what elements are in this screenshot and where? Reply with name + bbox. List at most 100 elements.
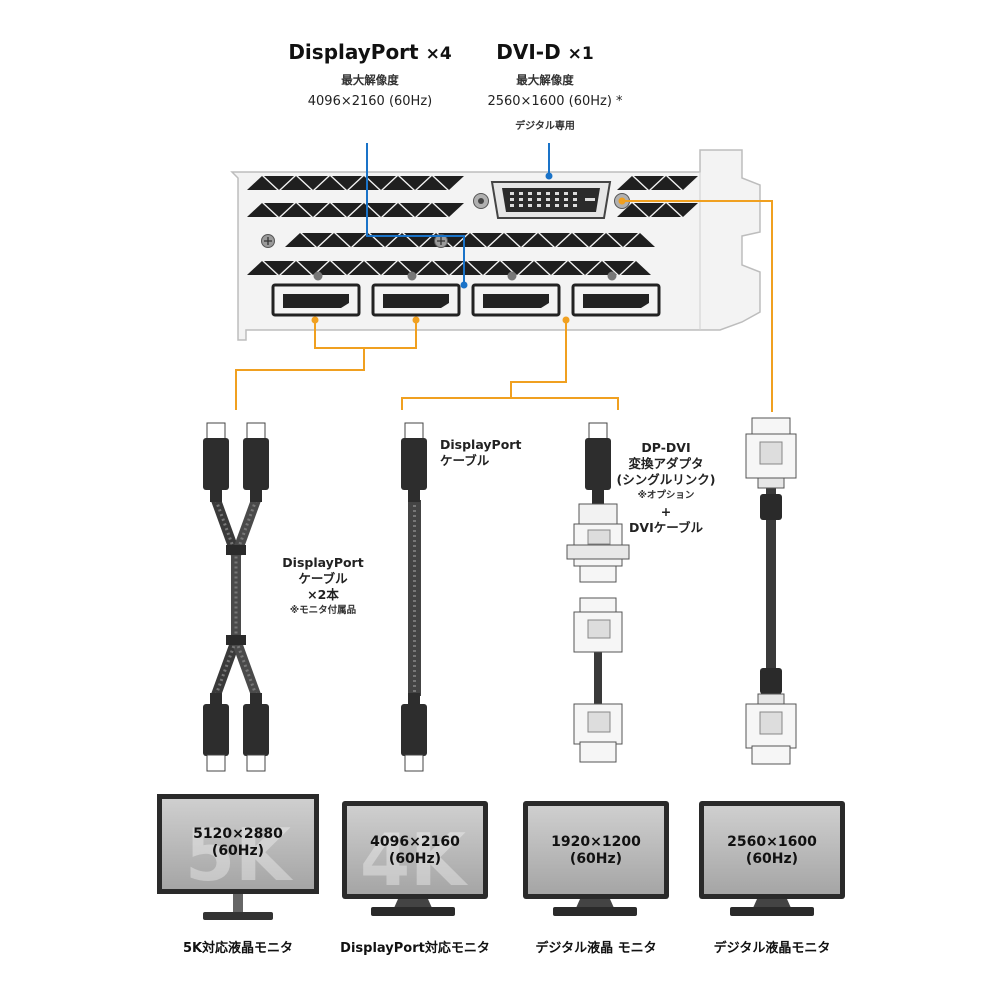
displayport-ports <box>271 283 661 317</box>
vent-triangle <box>434 261 464 275</box>
vent-triangle <box>315 261 345 275</box>
cable-label-note: ※オプション <box>637 490 695 501</box>
displayport-title: DisplayPort <box>288 40 419 64</box>
vent-triangle <box>298 203 328 217</box>
vent-triangle <box>553 261 583 275</box>
monitor-digital-1-caption: デジタル液晶 モニタ <box>535 941 657 956</box>
vent-triangle <box>489 233 519 247</box>
dvi-pin <box>537 204 541 207</box>
dvi-pin <box>555 198 559 201</box>
displayport-max-res-value: 4096×2160 (60Hz) <box>307 94 433 109</box>
vent-triangle <box>617 203 647 217</box>
dvi-plug-icon <box>745 693 797 765</box>
cable-label-line: DisplayPort <box>440 437 522 452</box>
dvi-pin <box>510 192 514 195</box>
vent-triangle <box>349 203 379 217</box>
cable-label-line: DisplayPort <box>282 555 364 570</box>
cable-label-line: ケーブル <box>298 571 348 586</box>
displayport-port-4 <box>571 283 661 317</box>
vent-triangle <box>315 203 345 217</box>
screw-icon <box>473 193 489 209</box>
dvi-header: DVI-D ×1 <box>460 40 630 64</box>
vent-triangle <box>608 233 638 247</box>
vent-triangle <box>519 261 549 275</box>
vent-triangle <box>349 176 379 190</box>
screw-icon <box>313 271 323 281</box>
monitor-5k-caption: 5K対応液晶モニタ <box>182 941 294 956</box>
vent-triangle <box>617 176 647 190</box>
monitor-4k: 4K <box>342 801 488 916</box>
vent-triangle <box>634 203 664 217</box>
vent-triangle <box>302 233 332 247</box>
vent-triangle <box>506 233 536 247</box>
vent-triangle <box>298 261 328 275</box>
vent-triangle <box>366 261 396 275</box>
monitor-4k-resolution: 4096×2160 (60Hz) <box>347 834 483 868</box>
vent-triangle <box>400 203 430 217</box>
vent-triangle <box>349 261 379 275</box>
dvi-max-res-label: 最大解像度 <box>516 73 574 87</box>
monitor-watermark: 5K <box>185 813 293 897</box>
monitor-hz: (60Hz) <box>211 843 265 859</box>
screw-icon <box>407 271 417 281</box>
dvi-pin <box>537 192 541 195</box>
displayport-max-res-label: 最大解像度 <box>341 73 399 87</box>
vent-triangle <box>651 203 681 217</box>
dvi-pin <box>546 192 550 195</box>
dvi-pin <box>573 192 577 195</box>
vent-triangle <box>468 261 498 275</box>
dvi-pin <box>573 204 577 207</box>
cable-label-line: DP-DVI <box>641 440 691 455</box>
dvi-pin <box>510 198 514 201</box>
vent-triangle <box>366 203 396 217</box>
vent-triangle <box>570 261 600 275</box>
vent-triangle <box>540 233 570 247</box>
screw-icon <box>507 271 517 281</box>
dvi-pin <box>519 192 523 195</box>
dvi-plug-icon <box>745 417 797 489</box>
vent-triangle <box>264 176 294 190</box>
dvi-pin <box>573 198 577 201</box>
dvi-digital-only-note: デジタル専用 <box>515 121 575 132</box>
displayport-plug-icon <box>243 693 269 772</box>
vent-triangle <box>264 261 294 275</box>
displayport-plug-icon <box>401 693 427 772</box>
dvi-plug-icon <box>573 703 623 763</box>
cable-label-line: DVIケーブル <box>629 520 703 535</box>
dvi-pin <box>564 198 568 201</box>
displayport-port-1 <box>271 283 361 317</box>
vent-triangle <box>383 176 413 190</box>
vent-triangle <box>523 233 553 247</box>
dvi-pin <box>528 192 532 195</box>
vent-triangle <box>434 176 464 190</box>
vent-triangle <box>281 261 311 275</box>
screw-icon <box>607 271 617 281</box>
vent-triangle <box>574 233 604 247</box>
vent-triangle <box>353 233 383 247</box>
dvi-title: DVI-D <box>496 40 561 64</box>
screw-icon <box>434 234 448 248</box>
vent-triangle <box>247 261 277 275</box>
vent-triangle <box>285 233 315 247</box>
vent-triangle <box>383 261 413 275</box>
displayport-header: DisplayPort ×4 <box>270 40 470 64</box>
dp-dvi-adapter-label: DP-DVI 変換アダプタ (シングルリンク) ※オプション + DVIケーブル <box>612 440 720 536</box>
vent-triangle <box>557 233 587 247</box>
vent-triangle <box>634 176 664 190</box>
dvi-port <box>490 181 612 219</box>
vent-triangle <box>247 176 277 190</box>
dvi-max-res-value: 2560×1600 (60Hz) * <box>487 94 623 109</box>
monitor-digital-1 <box>523 801 669 916</box>
monitor-digital-2-caption: デジタル液晶モニタ <box>713 941 831 956</box>
vent-triangle <box>621 261 651 275</box>
cable-label-line: ×2本 <box>307 587 339 602</box>
bracket-vents <box>247 176 698 275</box>
vent-triangle <box>417 176 447 190</box>
vent-triangle <box>332 203 362 217</box>
vent-triangle <box>332 176 362 190</box>
dvi-pin <box>519 204 523 207</box>
vent-triangle <box>400 261 430 275</box>
vent-triangle <box>315 176 345 190</box>
dvi-pin <box>519 198 523 201</box>
vent-triangle <box>587 261 617 275</box>
